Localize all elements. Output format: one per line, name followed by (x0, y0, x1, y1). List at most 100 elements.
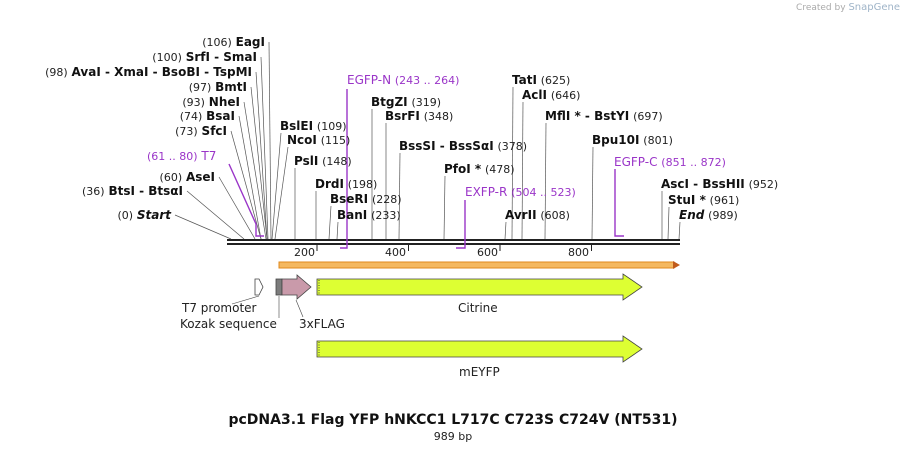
site-leader (544, 122, 547, 240)
feature-label-meyfp: mEYFP (459, 365, 500, 379)
site-label: DrdI (198) (315, 177, 377, 191)
primer-mark (340, 89, 348, 249)
site-label: AscI - BssHII (952) (661, 177, 778, 191)
site-label: StuI * (961) (668, 193, 739, 207)
site-label: BanI (233) (337, 208, 401, 222)
site-leader (250, 86, 268, 240)
site-name: SfcI (202, 124, 227, 138)
site-label: BslEI (109) (280, 119, 347, 133)
primer-range: (504 .. 523) (511, 186, 576, 199)
primer-mark (228, 163, 264, 237)
map-length: 989 bp (433, 430, 473, 443)
site-leader (274, 146, 289, 240)
primer-name: T7 (200, 149, 216, 163)
site-leader (398, 152, 401, 240)
tick-label-200: 200 (294, 246, 315, 259)
site-name: MflI * - BstYI (545, 109, 629, 123)
tick-label-600: 600 (477, 246, 498, 259)
site-name: SrfI - SmaI (186, 50, 257, 64)
primer-marks (228, 89, 624, 249)
site-leader (678, 221, 681, 240)
site-name: BssSI - BssSαI (399, 139, 494, 153)
site-name: TatI (512, 73, 537, 87)
site-label: Bpu10I (801) (592, 133, 673, 147)
site-position: (100) (152, 51, 182, 64)
site-leader (255, 71, 268, 240)
site-label: NcoI (115) (287, 133, 350, 147)
primer-mark (614, 169, 624, 237)
site-position: (801) (643, 134, 673, 147)
site-label: (93) NheI (182, 95, 240, 109)
meyfp-arrow (316, 335, 643, 363)
site-name: DrdI (315, 177, 344, 191)
site-name: BmtI (215, 80, 247, 94)
primer-range: (851 .. 872) (661, 156, 726, 169)
site-name: PfoI * (444, 162, 482, 176)
site-label: PslI (148) (294, 154, 352, 168)
site-label: (97) BmtI (189, 80, 247, 94)
site-name: Start (137, 208, 172, 222)
feature-label-kozak: Kozak sequence (180, 317, 277, 331)
tick-label-400: 400 (385, 246, 406, 259)
orf-bar (278, 261, 675, 269)
credit: Created by SnapGene (796, 2, 900, 13)
kozak-box (275, 278, 283, 296)
site-position: (98) (45, 66, 68, 79)
site-name: BslEI (280, 119, 313, 133)
site-position: (60) (160, 171, 183, 184)
site-position: (148) (322, 155, 352, 168)
site-name: StuI * (668, 193, 707, 207)
t7-promoter-leader (231, 295, 260, 305)
citrine-arrow (316, 273, 643, 301)
feature-label-t7-promoter: T7 promoter (181, 301, 257, 315)
primer-label: EXFP-R (504 .. 523) (465, 185, 576, 199)
site-position: (97) (189, 81, 212, 94)
t7-promoter-arrow (254, 278, 264, 296)
flag-arrow (281, 274, 312, 300)
site-label: MflI * - BstYI (697) (545, 109, 663, 123)
site-position: (109) (317, 120, 347, 133)
site-name: AseI (186, 170, 215, 184)
site-leader (268, 41, 272, 240)
site-leader (667, 206, 670, 240)
site-name: BsaI (206, 109, 235, 123)
site-position: (73) (175, 125, 198, 138)
site-label: BsrFI (348) (385, 109, 453, 123)
site-leader (230, 130, 262, 240)
primer-name: EGFP-C (614, 155, 657, 169)
site-position: (36) (82, 185, 105, 198)
site-position: (106) (202, 36, 232, 49)
site-position: (74) (180, 110, 203, 123)
site-leader (443, 175, 446, 240)
site-name: BsrFI (385, 109, 420, 123)
site-name: BanI (337, 208, 367, 222)
primer-label: EGFP-C (851 .. 872) (614, 155, 726, 169)
site-name: AscI - BssHII (661, 177, 745, 191)
site-leader (218, 176, 256, 240)
site-position: (646) (551, 89, 581, 102)
site-label: BssSI - BssSαI (378) (399, 139, 527, 153)
site-name: BseRI (330, 192, 368, 206)
site-name: AvaI - XmaI - BsoBI - TspMI (72, 65, 252, 79)
site-leader (328, 205, 332, 240)
credit-prefix: Created by (796, 3, 846, 13)
site-name: Bpu10I (592, 133, 639, 147)
primer-name: EXFP-R (465, 185, 507, 199)
site-label: (0) Start (117, 208, 172, 222)
site-position: (478) (485, 163, 515, 176)
feature-label-3xflag: 3xFLAG (299, 317, 345, 331)
site-position: (93) (182, 96, 205, 109)
site-label: (60) AseI (160, 170, 215, 184)
primer-label: EGFP-N (243 .. 264) (347, 73, 459, 87)
tick-labels: 200 400 600 800 (294, 246, 589, 259)
map-title: pcDNA3.1 Flag YFP hNKCC1 L717C C723S C72… (228, 412, 678, 428)
site-name: AvrII (505, 208, 537, 222)
site-labels: (0) Start(36) BtsI - BtsαI(60) AseI(73) … (45, 35, 778, 222)
site-position: (319) (411, 96, 441, 109)
site-position: (378) (498, 140, 528, 153)
site-label: (36) BtsI - BtsαI (82, 184, 183, 198)
primer-range: (243 .. 264) (395, 74, 460, 87)
site-position: (961) (710, 194, 740, 207)
